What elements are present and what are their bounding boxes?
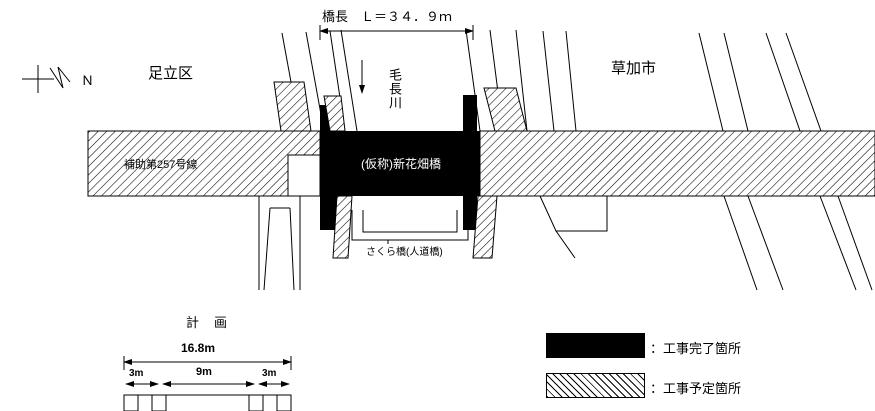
- completed-bridge-section: [320, 131, 480, 196]
- planned-blocks-upper: [273, 81, 528, 132]
- legend-label-completed: ：工事完了箇所: [650, 341, 742, 356]
- plan-total-width: 16.8m: [181, 341, 216, 355]
- legend-swatch-planned: [546, 373, 645, 398]
- north-arrow-symbol: [22, 65, 71, 93]
- planned-blocks-lower: [332, 195, 498, 259]
- road-name-label: 補助第257号線: [124, 159, 198, 171]
- river-name-label: 毛長川: [387, 68, 402, 110]
- ward-left-label: 足立区: [148, 65, 194, 82]
- footbridge-name-label: さくら橋(人道橋): [366, 247, 443, 258]
- legend-swatch-completed: [546, 333, 645, 358]
- bridge-length-label: 橋長 Ｌ＝３４．９ｍ: [322, 9, 453, 24]
- bridge-length-dimension: [319, 25, 474, 40]
- road-band-hatched: [87, 130, 875, 197]
- plan-cross-section: [123, 356, 292, 411]
- bridge-name-label: (仮称)新花畑橋: [361, 157, 441, 171]
- city-right-label: 草加市: [611, 60, 657, 77]
- north-label: Ｎ: [81, 73, 95, 88]
- plan-heading: 計 画: [186, 315, 229, 330]
- legend-label-planned: ：工事予定箇所: [650, 381, 742, 396]
- completed-piers: [320, 95, 477, 230]
- plan-seg-left: 3m: [129, 368, 144, 379]
- existing-gap: [287, 154, 321, 197]
- plan-seg-center: 9m: [196, 366, 212, 378]
- plan-seg-right: 3m: [262, 368, 277, 379]
